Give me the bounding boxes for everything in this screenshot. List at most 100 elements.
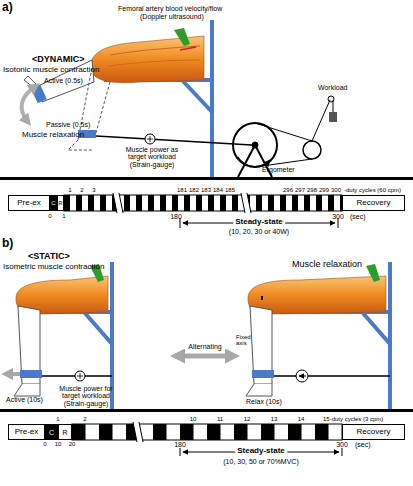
force-arrow [6,372,20,376]
duty-cycle-blocks [280,195,286,211]
figure-label: 185 [225,187,235,193]
lower-leg [14,384,40,396]
steady-state-arrow [180,218,338,228]
steady-state-arrow [180,448,342,456]
duty-cycle-blocks [328,195,334,211]
lower-leg [246,384,272,396]
strain-gauge [145,134,155,144]
timeline-box: C [50,195,57,211]
strain-gauge [77,373,83,379]
figure-label: Isotonic muscle contraction [3,66,100,74]
timeline-box: Recovery [342,195,405,211]
box-text: C [51,200,55,206]
box-text: R [62,429,67,436]
box-text: Recovery [357,428,391,436]
ankle-cuff [20,370,42,378]
figure-label: 11 [217,416,223,422]
ergometer [233,96,337,177]
duty-cycle-blocks [208,195,214,211]
doppler-probe [174,28,196,50]
figure-label: b) [2,237,13,250]
ergometer [328,96,334,102]
figure-label: Fixed axis [236,334,258,347]
figure-label: 296 [283,187,293,193]
figure-label: 15-duty cycles (3 cpm) [323,416,383,422]
ergometer [252,142,258,148]
duty-cycle-blocks [113,193,123,213]
chair [84,312,112,344]
strain-gauge [145,134,155,144]
figure-label: 183 [201,187,211,193]
duty-cycle-blocks [220,195,226,211]
ergometer [255,123,312,167]
figure-label: Passive (0.5s) [46,121,90,128]
duty-cycle-blocks [241,193,251,213]
duty-cycle-blocks [288,424,302,440]
figure-label: 300 [332,213,344,220]
connecting-rod [274,375,390,377]
floor-line [0,409,413,412]
figure-label: Ergometer [262,166,295,173]
duty-cycle-blocks [292,195,298,211]
figure-label: Active (10s) [6,396,43,403]
duty-cycle-blocks [234,424,248,440]
duty-cycle-blocks [315,424,329,440]
timeline-box: Recovery [342,424,405,440]
chair [182,80,212,112]
connecting-rod [96,136,252,145]
duty-cycle-blocks [64,195,342,211]
figure-label: 2 [83,416,86,422]
ergometer [303,141,321,159]
duty-cycle-blocks [136,195,142,211]
ergometer [329,112,337,122]
duty-cycle-blocks [76,195,82,211]
figure-label: <DYNAMIC> [32,55,85,64]
thigh-muscle [248,276,386,314]
figure-label: 298 [307,187,317,193]
figure-label: 1 [56,416,59,422]
steady-state-arrow [180,218,338,228]
figure-label: (Doppler ultrasound) [140,13,204,20]
figure-label: (sec) [350,213,366,220]
figure-label: 20 [69,441,76,447]
duty-cycle-blocks [153,424,167,440]
strain-gauge [75,371,85,381]
duty-cycle-blocks [113,193,123,213]
duty-cycle-blocks [72,422,342,442]
timeline-box: R [57,195,64,211]
doppler-probe [366,264,380,282]
ankle-cuff [252,370,274,378]
figure-label: 10 [190,416,197,422]
figure-label: Steady-state [235,447,287,455]
chair [210,20,214,177]
figure-label: 3 [92,187,95,193]
figure-label: Femoral artery blood velocity/flow [118,5,222,12]
duty-cycle-blocks [72,424,86,440]
lower-leg [14,306,272,396]
strain-gauge [296,370,308,382]
timeline-box: R [58,424,72,440]
chair [362,312,390,344]
timeline-box: Pre-ex [8,195,50,211]
figure-label: 184 [213,187,223,193]
figure-label: a) [2,1,13,14]
box-text: C [49,429,54,436]
figure-label: 10 [55,441,62,447]
duty-cycle-blocks [232,195,238,211]
figure-label: -duty cycles (60 cpm) [344,187,401,193]
figure-label: <STATIC> [28,252,70,261]
figure-label: Workload [318,84,347,91]
figure-label: 2 [80,187,83,193]
doppler-probe [180,47,196,50]
fixed-axis-mark [261,296,263,300]
thigh-muscle [16,276,386,314]
figure-label: 180 [170,213,182,220]
duty-cycle-blocks [196,195,202,211]
figure-label: Muscle relaxation [292,260,362,269]
box-text: R [58,200,62,206]
strain-gauge [299,376,306,377]
duty-cycle-blocks [261,424,275,440]
duty-cycle-blocks [316,195,322,211]
figure-label: 297 [295,187,305,193]
